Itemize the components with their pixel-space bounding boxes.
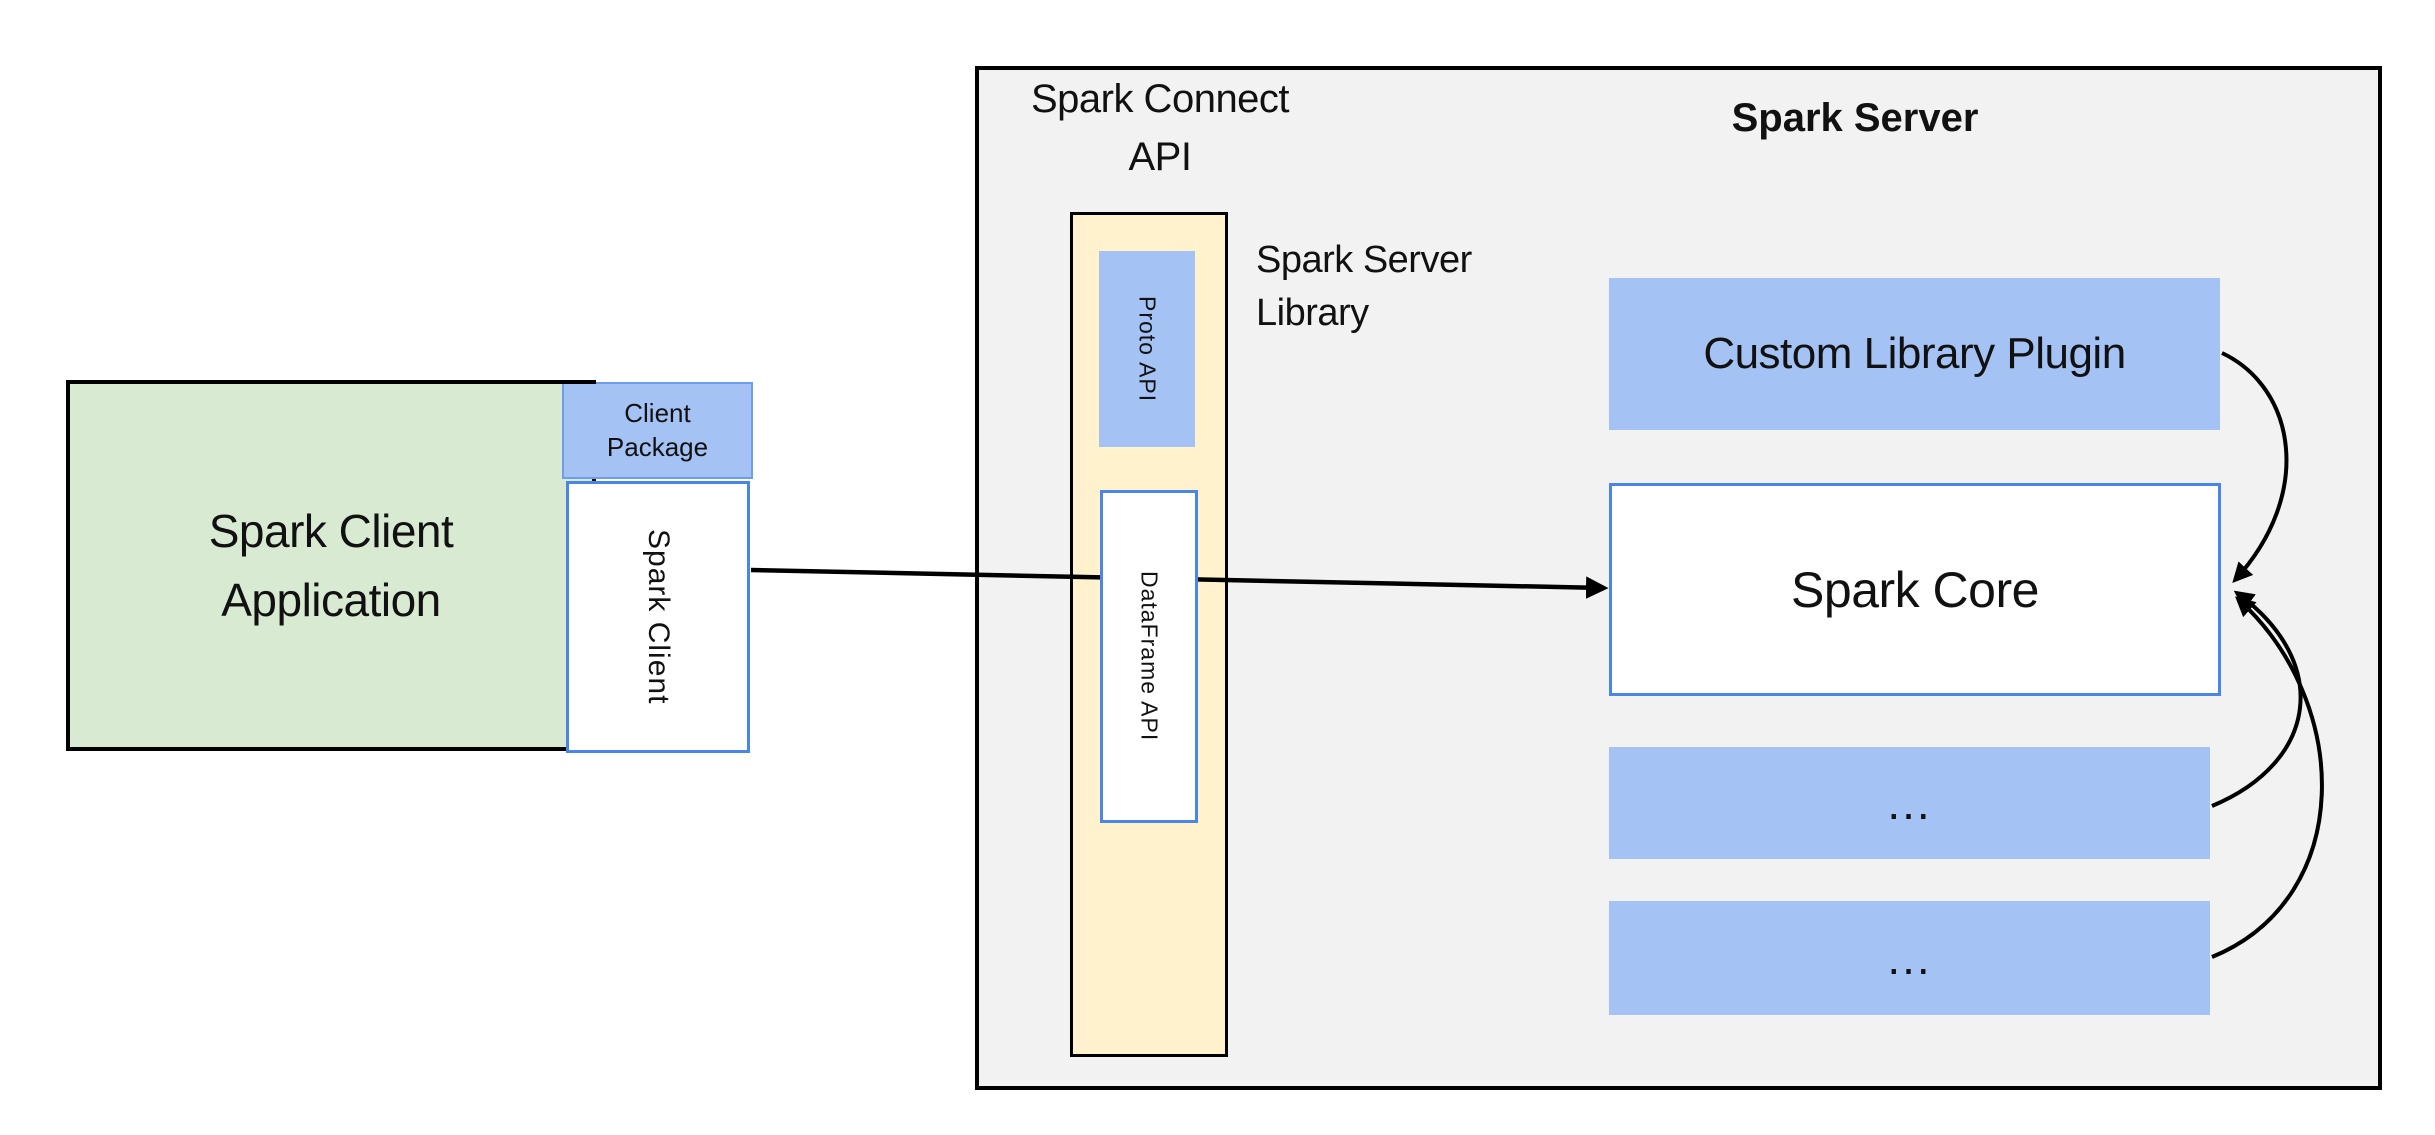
spark-server-library-line2: Library [1256, 292, 1369, 335]
client-package-label: Client Package [607, 397, 708, 465]
dataframe-api-node: DataFrame API [1100, 490, 1198, 823]
spark-connect-api-title-line2: API [1128, 135, 1192, 179]
spark-client-application-node: Spark Client Application [66, 380, 596, 751]
spark-connect-api-title: Spark Connect API [985, 70, 1335, 186]
plugin-slot-2-node: ... [1609, 901, 2210, 1015]
proto-api-label: Proto API [1134, 295, 1161, 403]
plugin-slot-1-label: ... [1887, 777, 1932, 829]
custom-library-plugin-node: Custom Library Plugin [1609, 278, 2220, 430]
spark-server-library-label: Spark Server Library [1256, 234, 1576, 340]
client-package-node: Client Package [562, 382, 753, 479]
dataframe-api-label: DataFrame API [1136, 571, 1163, 742]
spark-client-node: Spark Client [566, 481, 750, 753]
client-package-line1: Client [624, 397, 691, 428]
custom-library-plugin-label: Custom Library Plugin [1703, 329, 2126, 378]
spark-server-library-line1: Spark Server [1256, 239, 1472, 281]
client-app-top-border-line [66, 380, 596, 384]
plugin-slot-2-label: ... [1887, 932, 1932, 984]
spark-client-application-line2: Application [221, 573, 441, 626]
spark-connect-api-title-line1: Spark Connect [1030, 77, 1290, 121]
spark-core-node: Spark Core [1609, 483, 2221, 696]
spark-client-application-line1: Spark Client [208, 504, 454, 557]
spark-client-label: Spark Client [642, 529, 675, 705]
spark-server-title: Spark Server [1731, 96, 1979, 140]
plugin-slot-1-node: ... [1609, 747, 2210, 859]
spark-core-label: Spark Core [1791, 561, 2039, 618]
spark-client-application-label: Spark Client Application [209, 497, 454, 635]
client-package-line2: Package [606, 431, 709, 462]
proto-api-node: Proto API [1099, 251, 1195, 447]
